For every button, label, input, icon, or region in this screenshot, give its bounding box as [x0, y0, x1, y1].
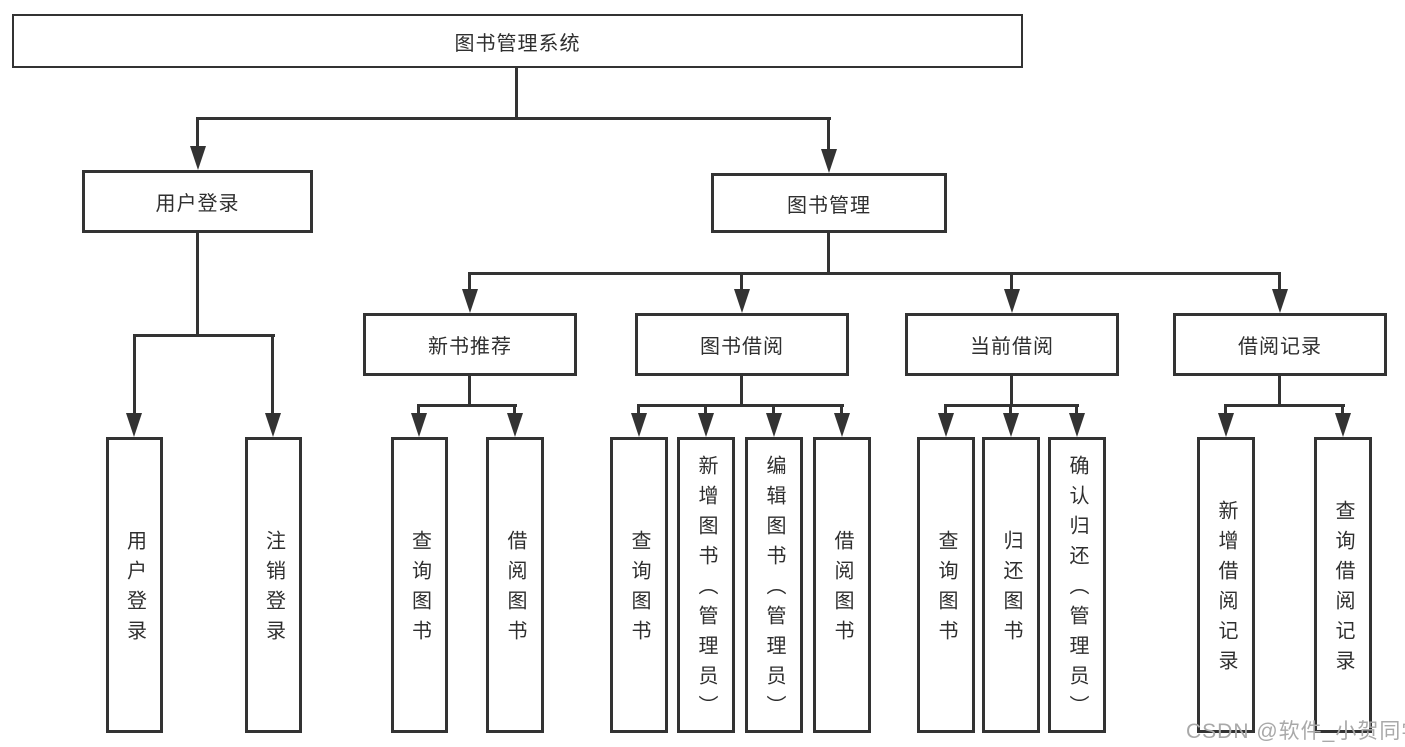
connector-arrowhead: [462, 289, 478, 313]
connector-line: [417, 404, 420, 416]
connector-arrowhead: [190, 146, 206, 170]
leaf-newbook-borrow-book: 借阅图书: [486, 437, 544, 733]
connector-line: [827, 117, 830, 152]
connector-line: [637, 404, 640, 416]
connector-arrowhead: [631, 413, 647, 437]
connector-arrowhead: [834, 413, 850, 437]
leaf-current-query-book: 查询图书: [917, 437, 975, 733]
node-borrow-record: 借阅记录: [1173, 313, 1387, 376]
leaf-current-confirm-return-admin: 确认归还（管理员）: [1048, 437, 1106, 733]
connector-arrowhead: [126, 413, 142, 437]
connector-line: [1278, 272, 1281, 292]
leaf-record-query: 查询借阅记录: [1314, 437, 1372, 733]
connector-line: [840, 404, 843, 416]
leaf-newbook-query-book: 查询图书: [391, 437, 448, 733]
leaf-current-return-book: 归还图书: [982, 437, 1040, 733]
connector-line: [1075, 404, 1078, 416]
connector-arrowhead: [698, 413, 714, 437]
node-current-borrow: 当前借阅: [905, 313, 1119, 376]
connector-arrowhead: [507, 413, 523, 437]
connector-arrowhead: [938, 413, 954, 437]
leaf-record-add: 新增借阅记录: [1197, 437, 1255, 733]
connector-line: [133, 334, 136, 418]
connector-line: [740, 376, 743, 406]
leaf-borrow-query-book: 查询图书: [610, 437, 668, 733]
connector-arrowhead: [1272, 289, 1288, 313]
connector-line: [515, 68, 518, 119]
connector-arrowhead: [265, 413, 281, 437]
connector-arrowhead: [766, 413, 782, 437]
connector-line: [637, 404, 844, 407]
leaf-borrow-borrow-book: 借阅图书: [813, 437, 871, 733]
connector-line: [417, 404, 517, 407]
node-root-library-system: 图书管理系统: [12, 14, 1023, 68]
connector-line: [513, 404, 516, 416]
connector-arrowhead: [821, 149, 837, 173]
connector-line: [944, 404, 947, 416]
connector-line: [1010, 272, 1013, 292]
connector-line: [468, 272, 1281, 275]
connector-line: [468, 272, 471, 292]
node-book-borrow: 图书借阅: [635, 313, 849, 376]
connector-line: [1009, 404, 1012, 416]
connector-line: [196, 117, 199, 149]
connector-line: [1224, 404, 1345, 407]
connector-arrowhead: [1069, 413, 1085, 437]
connector-line: [1278, 376, 1281, 406]
connector-line: [1010, 376, 1013, 406]
node-new-book-recommend: 新书推荐: [363, 313, 577, 376]
connector-line: [740, 272, 743, 292]
connector-line: [271, 334, 274, 418]
leaf-user-login: 用户登录: [106, 437, 163, 733]
connector-line: [1224, 404, 1227, 416]
connector-line: [196, 233, 199, 337]
connector-line: [1341, 404, 1344, 416]
connector-line: [468, 376, 471, 406]
connector-arrowhead: [1218, 413, 1234, 437]
connector-line: [827, 233, 830, 275]
leaf-borrow-edit-book-admin: 编辑图书（管理员）: [745, 437, 803, 733]
connector-arrowhead: [1004, 289, 1020, 313]
csdn-watermark: CSDN @软件_小贺同学: [1186, 720, 1405, 743]
leaf-borrow-add-book-admin: 新增图书（管理员）: [677, 437, 735, 733]
connector-arrowhead: [1003, 413, 1019, 437]
connector-line: [704, 404, 707, 416]
connector-arrowhead: [734, 289, 750, 313]
connector-line: [196, 117, 831, 120]
node-user-login: 用户登录: [82, 170, 313, 233]
connector-arrowhead: [1335, 413, 1351, 437]
connector-line: [772, 404, 775, 416]
connector-line: [133, 334, 275, 337]
connector-arrowhead: [411, 413, 427, 437]
node-book-management: 图书管理: [711, 173, 947, 233]
leaf-logout: 注销登录: [245, 437, 302, 733]
